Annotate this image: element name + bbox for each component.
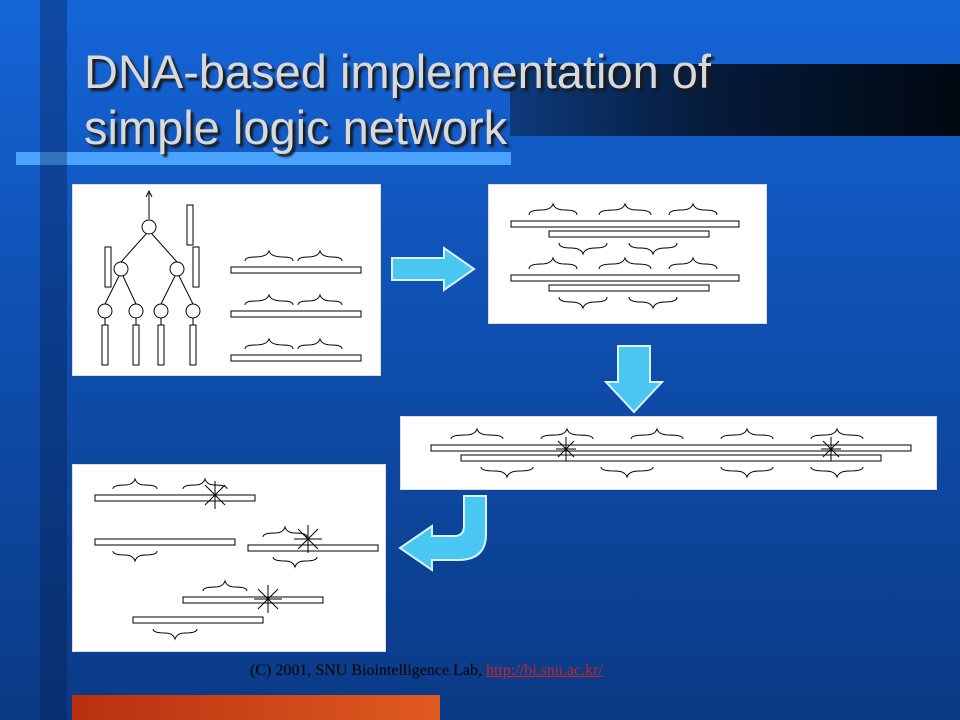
slide-title: DNA-based implementation of simple logic… [84,44,844,156]
curved-return-arrow-icon [398,495,487,572]
concatenated-strand-diagram [430,427,912,479]
footer-text: (C) 2001, SNU Biointelligence Lab, [250,662,486,679]
title-line-1: DNA-based implementation of [84,45,711,98]
dark-left-column [40,0,67,720]
hybridization-panel [488,184,767,324]
dark-top-bar [510,64,960,136]
orange-bottom-bar [72,695,440,720]
cleavage-diagram [94,477,379,641]
hybridization-diagram [510,202,740,310]
light-accent-bar [16,152,511,165]
title-line-2: simple logic network [84,101,508,154]
footer-link[interactable]: http://bi.snu.ac.kr/ [485,662,603,679]
down-arrow-icon [604,345,664,414]
right-arrow-icon [391,246,476,292]
logic-network-diagram [97,189,362,366]
footer-credit: (C) 2001, SNU Biointelligence Lab, http:… [250,662,603,680]
cleavage-panel [72,464,386,652]
concatenated-strand-panel [400,416,937,490]
logic-network-panel [72,184,381,376]
